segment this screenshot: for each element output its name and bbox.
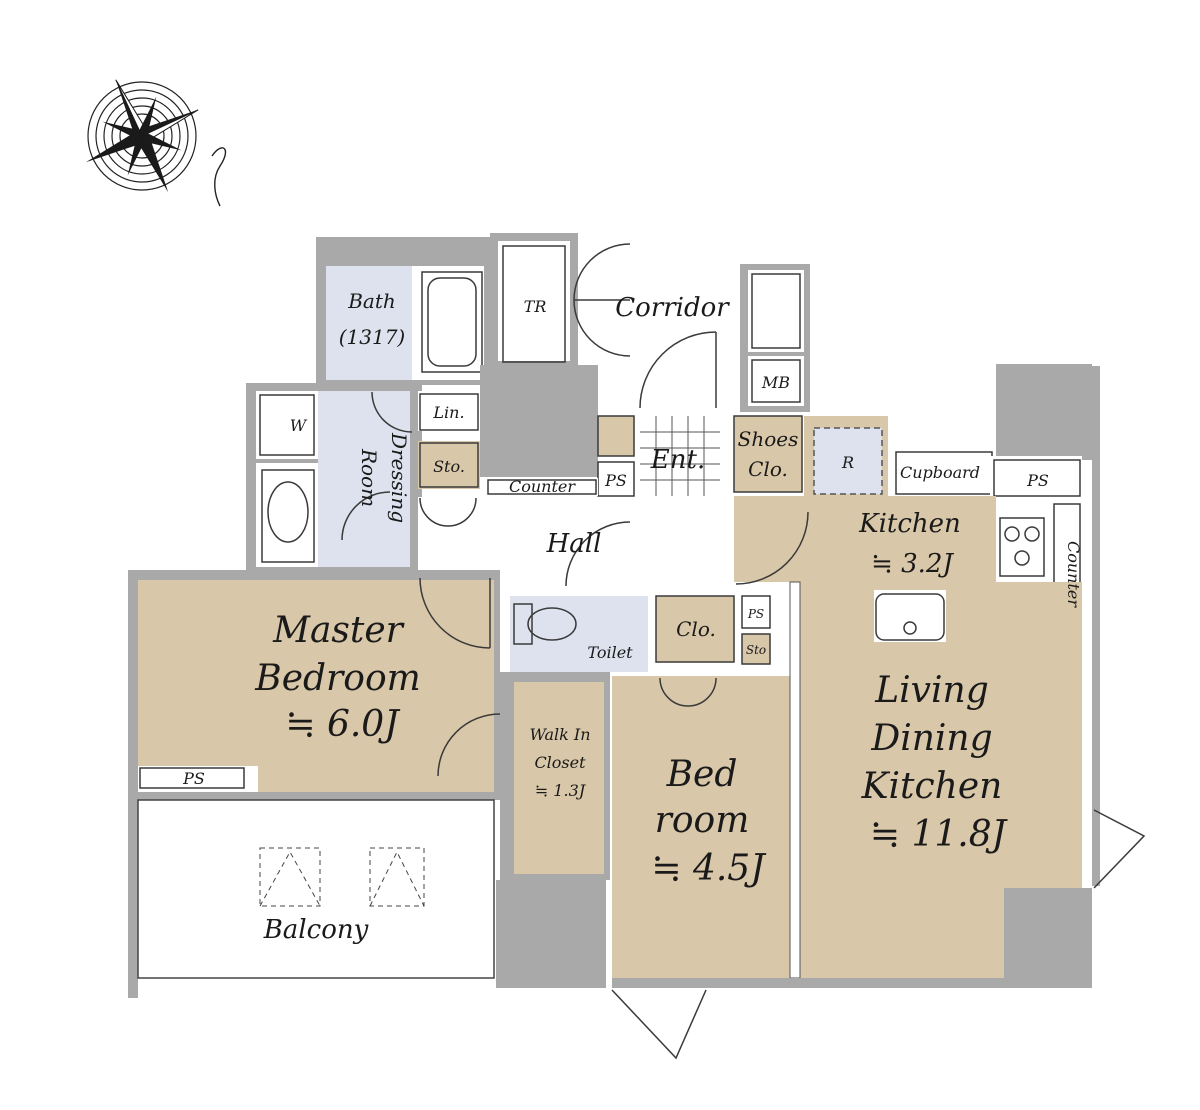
label-mb: MB [761, 373, 790, 392]
label-ent: Ent. [650, 445, 705, 475]
label-bed-size: ≒ 4.5J [651, 848, 767, 889]
shoes-closet [733, 415, 803, 493]
label-w: W [290, 416, 308, 435]
label-ps-small: PS [747, 607, 764, 621]
label-master-size: ≒ 6.0J [285, 704, 401, 745]
label-tr: TR [524, 297, 547, 316]
sink [875, 593, 945, 641]
stove [999, 517, 1045, 577]
refrigerator-space [813, 427, 883, 495]
washer-space [259, 394, 315, 456]
label-bath: Bath [347, 289, 396, 313]
label-dressing-room: Room [357, 448, 381, 507]
entrance-tiles [640, 416, 720, 496]
label-ldk-size: ≒ 11.8J [870, 814, 1009, 855]
tr-shaft [502, 245, 566, 363]
door-arcs [341, 243, 1146, 1060]
label-lin: Lin. [432, 403, 464, 422]
washbasin [261, 469, 315, 563]
bath-room [326, 266, 412, 380]
balcony [137, 799, 495, 979]
mb-box [751, 359, 801, 403]
label-living: Living [874, 670, 989, 711]
label-dressing: Dressing [387, 432, 411, 523]
label-ps-master: PS [182, 769, 205, 788]
label-wic-closet: Closet [534, 753, 586, 772]
label-ps-right: PS [1026, 471, 1049, 490]
label-ldk-kitchen: Kitchen [861, 766, 1003, 807]
master-bedroom [138, 580, 494, 766]
label-master: Master [272, 610, 405, 651]
label-counter-hall: Counter [509, 477, 576, 496]
label-counter-right: Counter [1064, 541, 1083, 608]
label-toilet: Toilet [587, 643, 633, 662]
label-shoes-clo: Clo. [748, 457, 788, 481]
bathtub [421, 271, 483, 373]
label-r: R [841, 453, 854, 472]
label-dining: Dining [870, 718, 992, 759]
label-kitchen-size: ≒ 3.2J [871, 549, 954, 579]
hall-counter [487, 479, 597, 495]
bedroom [612, 676, 792, 978]
label-clo: Clo. [676, 617, 716, 641]
label-sto-small: Sto [746, 643, 766, 657]
label-bed: Bed [666, 754, 738, 795]
closet [655, 595, 735, 663]
label-kitchen: Kitchen [858, 509, 961, 539]
label-sto: Sto. [433, 457, 465, 476]
label-bath-size: (1317) [339, 325, 406, 349]
label-shoes: Shoes [738, 427, 799, 451]
label-ps-ent: PS [604, 471, 627, 490]
label-balcony: Balcony [263, 915, 369, 945]
ps-shaft-right [993, 459, 1081, 497]
storage [419, 442, 479, 488]
dressing-room [318, 391, 410, 567]
label-hall: Hall [546, 529, 602, 559]
label-cupboard: Cupboard [900, 463, 980, 482]
label-wic-size: ≒ 1.3J [535, 781, 587, 800]
ps-shaft-master [139, 767, 245, 789]
label-master-bedroom: Bedroom [254, 658, 421, 699]
compass-rose-icon [85, 79, 227, 207]
label-corridor: Corridor [615, 293, 730, 323]
walk-in-closet [514, 682, 604, 874]
label-wic: Walk In [529, 725, 590, 744]
kitchen [734, 496, 996, 582]
label-bed-room: room [655, 800, 750, 841]
linen-closet [419, 393, 479, 431]
